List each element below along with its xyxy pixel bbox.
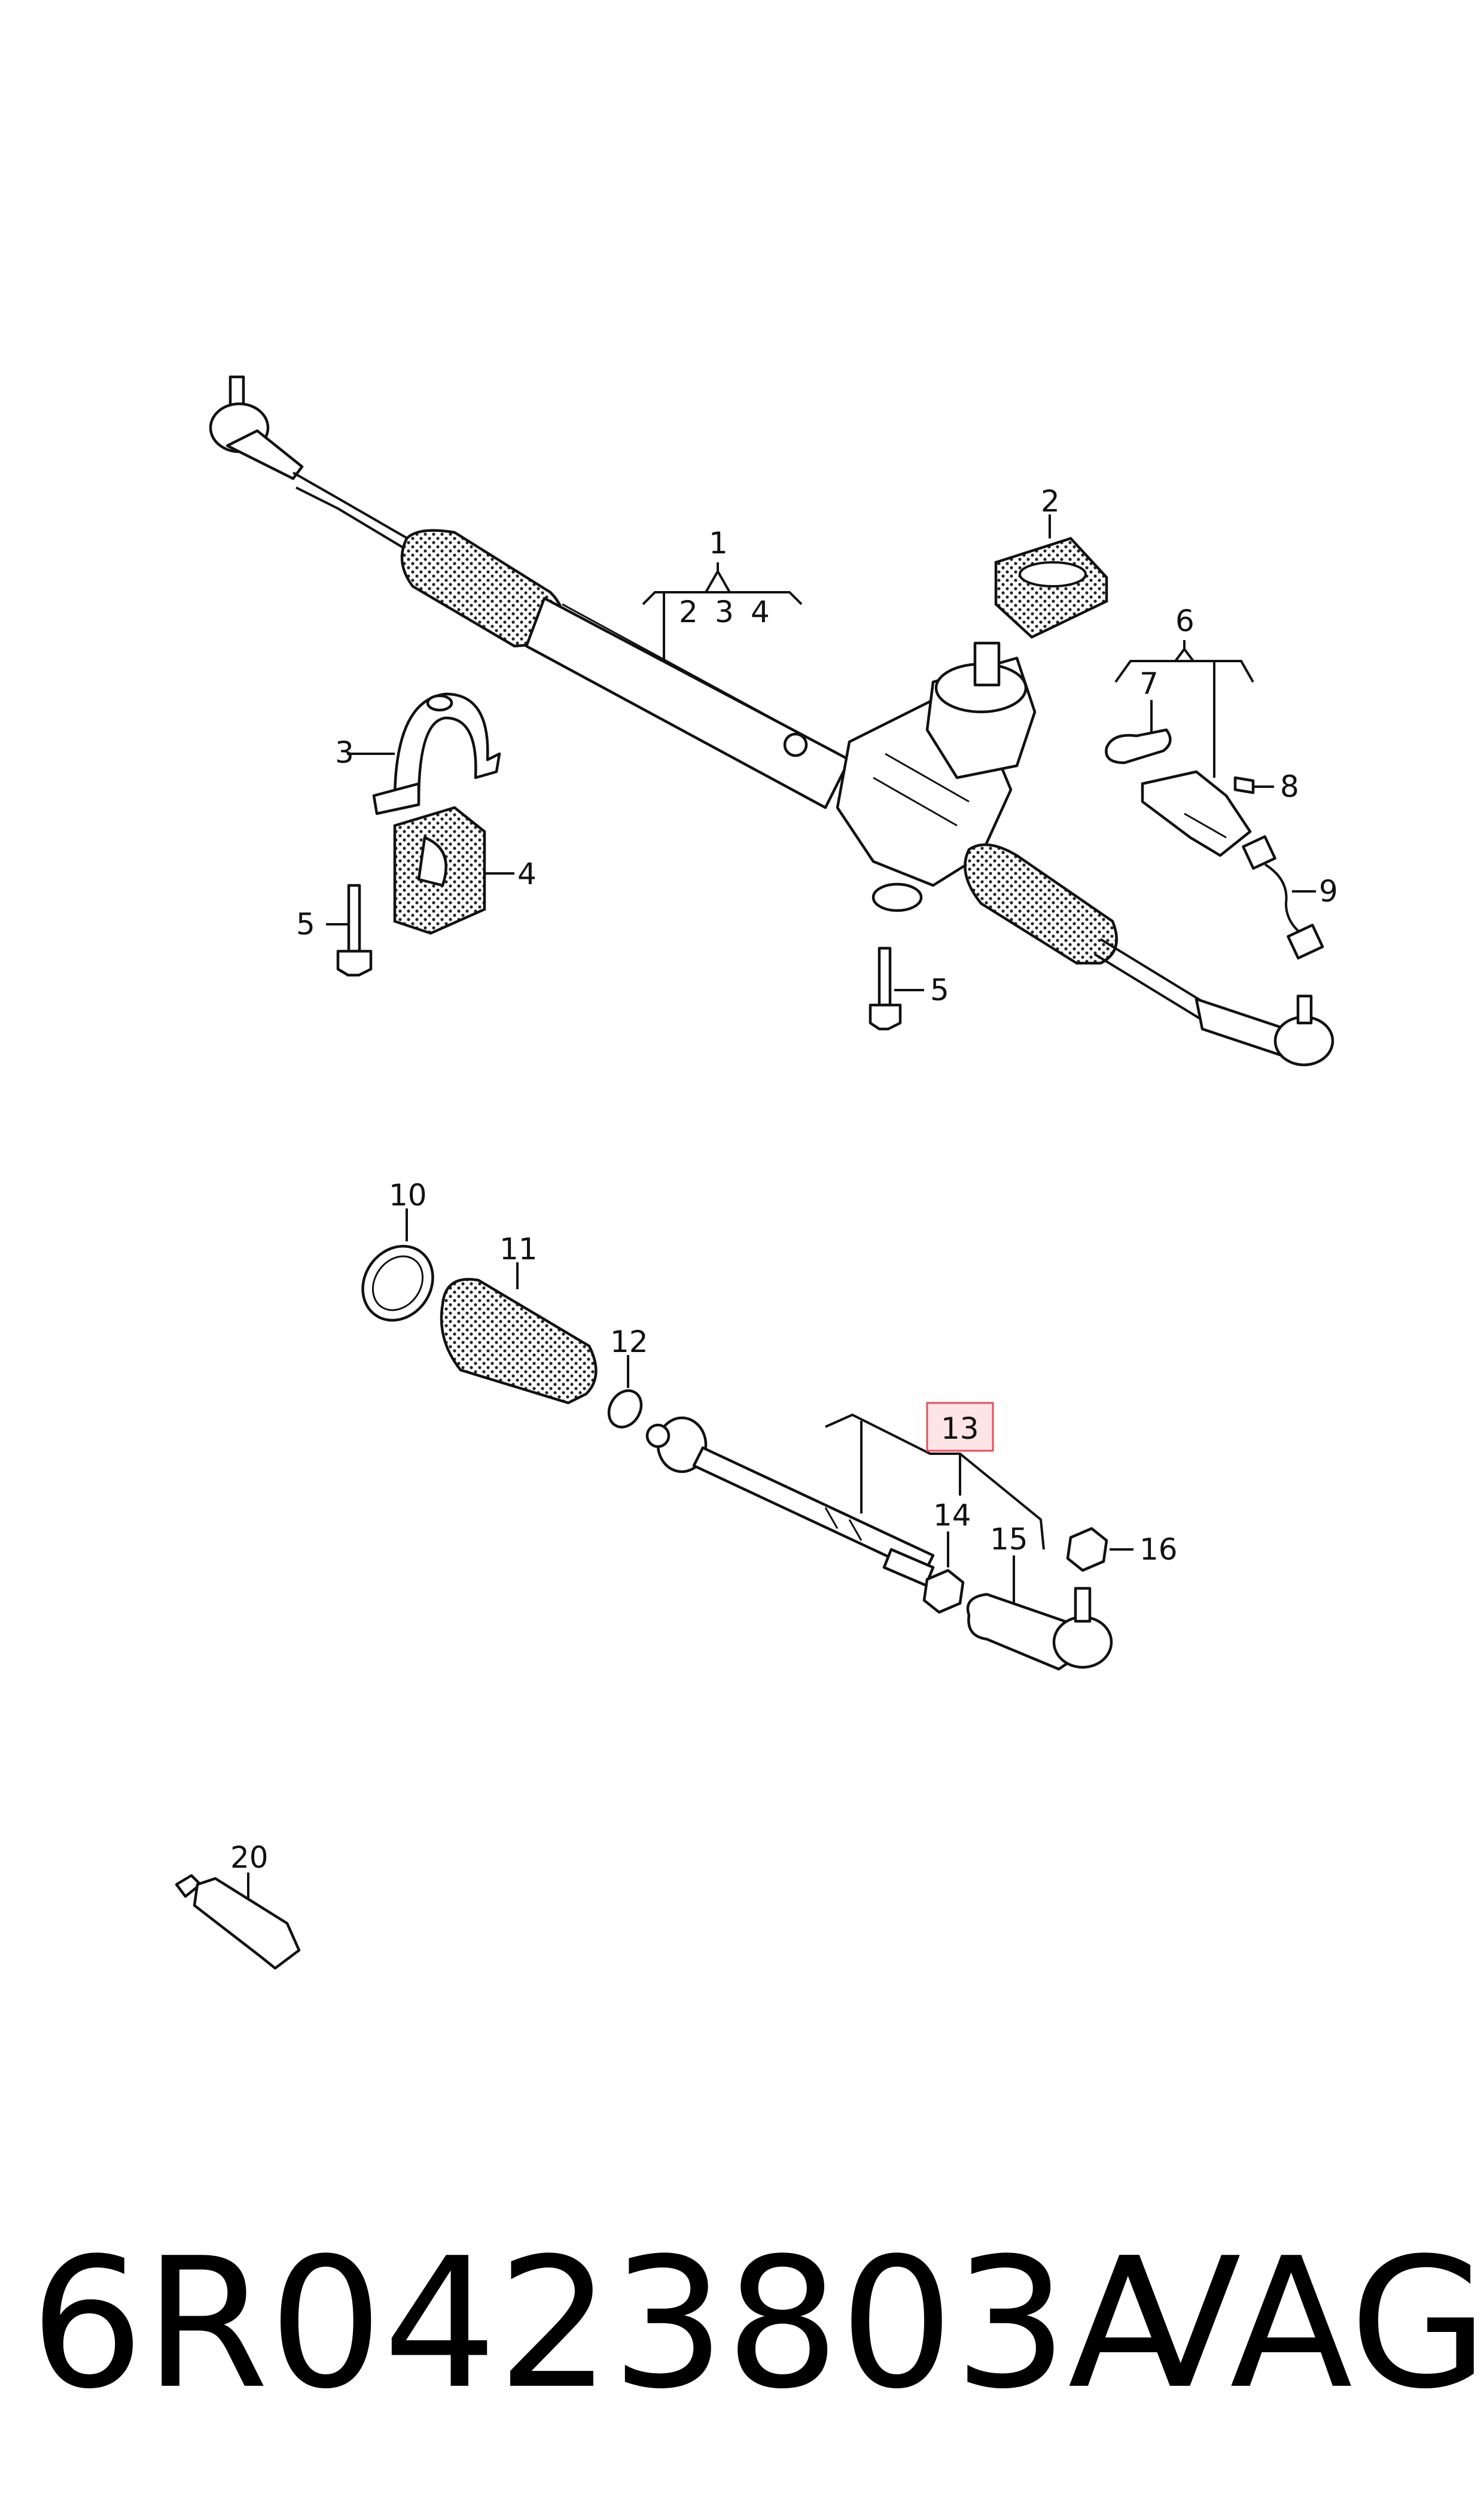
callout-11: 11: [499, 1232, 538, 1266]
part-number: 6R0423803A: [30, 2219, 1191, 2428]
part-3-clamp-bracket: 3: [335, 692, 501, 815]
callout-13-group: 13: [825, 1402, 1045, 1550]
part-15-outer-tie-rod-end: 15: [966, 1522, 1113, 1671]
part-5-bolt-left: 5: [296, 884, 373, 977]
part-10-clamp-ring: 10: [361, 1178, 434, 1322]
callout-4: 4: [517, 857, 537, 891]
right-tie-rod-end: [1093, 938, 1334, 1067]
callout-12: 12: [610, 1325, 648, 1359]
callout-16: 16: [1139, 1532, 1178, 1567]
callout-14: 14: [933, 1498, 971, 1533]
callout-1-sub-3: 3: [715, 595, 734, 629]
callout-2: 2: [1041, 484, 1060, 519]
callout-3: 3: [335, 735, 354, 770]
callout-6-group: 6 7 8 9: [1105, 604, 1338, 960]
part-16-nut: 16: [1066, 1527, 1178, 1572]
callout-15: 15: [990, 1522, 1028, 1557]
callout-20: 20: [230, 1840, 269, 1875]
part-8-screw: 8: [1233, 769, 1299, 804]
part-2-rubber-mount: 2: [994, 484, 1108, 639]
steering-rack-assembly: [209, 375, 1334, 1067]
part-20-grease-tube: 20: [175, 1840, 301, 1970]
part-11-boot: 11: [440, 1232, 598, 1405]
part-4-rubber-bush: 4: [393, 806, 537, 935]
steering-rack-exploded-diagram: 1 2 3 4 2 3 4 5 5 6: [175, 375, 1338, 1970]
callout-1-sub-4: 4: [751, 595, 770, 629]
callout-1-group: 1 2 3 4: [642, 526, 803, 661]
rack-housing-tube: [525, 596, 851, 809]
callout-5-right: 5: [930, 973, 949, 1007]
part-9-wiring-harness: 9: [1242, 835, 1338, 960]
part-12-small-clamp: 12: [607, 1325, 648, 1429]
callout-5-left: 5: [296, 907, 315, 942]
callout-1: 1: [709, 526, 728, 561]
callout-1-sub-2: 2: [679, 595, 698, 629]
left-tie-rod-end: [209, 375, 414, 555]
callout-8: 8: [1280, 769, 1299, 804]
brand-name: VAG: [1119, 2219, 1484, 2428]
inner-tie-rod: [645, 1416, 935, 1587]
callout-7: 7: [1139, 666, 1159, 701]
part-6-control-module: [1141, 770, 1252, 857]
callout-13-highlight: [926, 1402, 994, 1452]
callout-10: 10: [389, 1178, 427, 1213]
callout-9: 9: [1319, 874, 1338, 909]
callout-13: 13: [941, 1411, 979, 1446]
gear-housing: [783, 641, 1037, 912]
callout-6: 6: [1175, 604, 1194, 638]
right-rack-boot: [964, 843, 1118, 965]
part-5-bolt-right: 5: [869, 946, 949, 1031]
part-7-gasket: 7: [1105, 666, 1172, 765]
part-14-nut: 14: [922, 1498, 971, 1614]
